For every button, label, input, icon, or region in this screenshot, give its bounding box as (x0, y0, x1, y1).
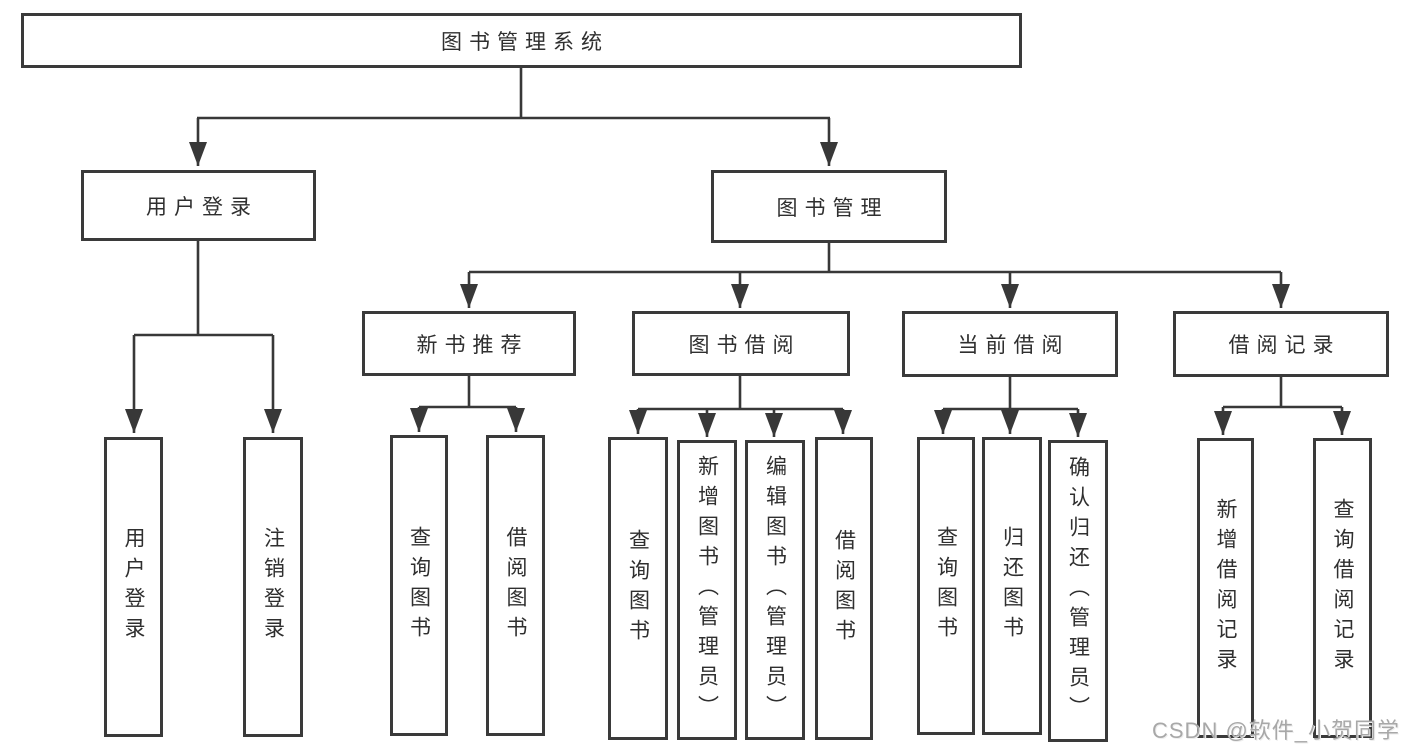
node-new-book-recommend: 新书推荐 (362, 311, 576, 376)
leaf-query-books-3-label: 查询图书 (934, 526, 958, 646)
node-book-management: 图书管理 (711, 170, 947, 243)
node-borrow-records-label: 借阅记录 (1228, 334, 1341, 357)
leaf-logout: 注销登录 (243, 437, 303, 737)
node-library-system-label: 图书管理系统 (441, 30, 609, 54)
leaf-add-books-admin-label: 新增图书（管理员） (695, 455, 719, 725)
watermark: CSDN @软件_小贺同学 (1152, 718, 1401, 743)
node-current-borrow: 当前借阅 (902, 311, 1118, 377)
leaf-query-books-1: 查询图书 (390, 435, 448, 736)
node-current-borrow-label: 当前借阅 (957, 334, 1070, 357)
leaf-edit-books-admin-label: 编辑图书（管理员） (763, 455, 787, 725)
leaf-edit-books-admin: 编辑图书（管理员） (745, 440, 805, 740)
node-book-borrow: 图书借阅 (632, 311, 850, 376)
leaf-query-books-1-label: 查询图书 (407, 525, 431, 646)
leaf-confirm-return-admin: 确认归还（管理员） (1048, 440, 1108, 742)
node-book-borrow-label: 图书借阅 (688, 333, 801, 357)
node-borrow-records: 借阅记录 (1173, 311, 1389, 377)
leaf-borrow-books-1-label: 借阅图书 (504, 525, 527, 646)
node-new-book-recommend-label: 新书推荐 (416, 333, 529, 357)
leaf-query-borrow-record: 查询借阅记录 (1313, 438, 1372, 738)
leaf-add-borrow-record: 新增借阅记录 (1197, 438, 1254, 738)
leaf-add-books-admin: 新增图书（管理员） (677, 440, 737, 740)
leaf-borrow-books-1: 借阅图书 (486, 435, 545, 736)
node-user-login: 用户登录 (81, 170, 316, 241)
leaf-return-books-label: 归还图书 (1000, 526, 1024, 646)
node-library-system: 图书管理系统 (21, 13, 1022, 68)
leaf-borrow-books-2-label: 借阅图书 (832, 528, 856, 649)
leaf-confirm-return-admin-label: 确认归还（管理员） (1066, 456, 1090, 726)
node-book-management-label: 图书管理 (776, 196, 889, 220)
leaf-query-books-2: 查询图书 (608, 437, 668, 740)
leaf-return-books: 归还图书 (982, 437, 1042, 735)
leaf-query-borrow-record-label: 查询借阅记录 (1331, 498, 1354, 678)
leaf-add-borrow-record-label: 新增借阅记录 (1214, 498, 1237, 678)
leaf-user-login: 用户登录 (104, 437, 163, 737)
leaf-user-login-label: 用户登录 (122, 527, 145, 647)
leaf-logout-label: 注销登录 (261, 527, 285, 647)
leaf-borrow-books-2: 借阅图书 (815, 437, 873, 740)
leaf-query-books-2-label: 查询图书 (626, 528, 650, 649)
node-user-login-label: 用户登录 (146, 195, 258, 219)
leaf-query-books-3: 查询图书 (917, 437, 975, 735)
